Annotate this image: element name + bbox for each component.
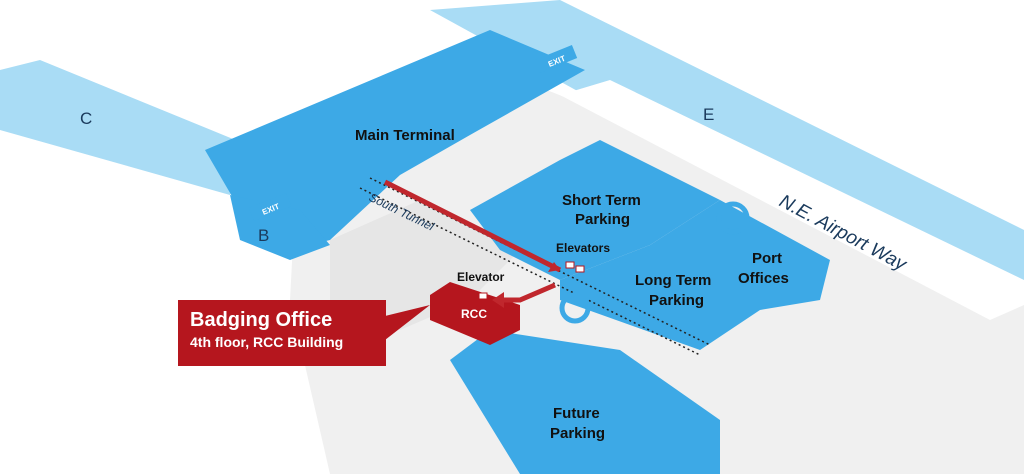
exit-badge: [534, 45, 578, 73]
callout-subtitle: 4th floor, RCC Building: [190, 334, 344, 350]
route-arrow-tunnel: [383, 179, 562, 273]
route-arrowhead: [548, 262, 560, 272]
south-tunnel-line-2: [359, 187, 701, 356]
main-terminal-label: Main Terminal: [355, 127, 455, 144]
elevators-label: Elevators: [556, 241, 610, 255]
main-terminal-building: [205, 30, 585, 250]
concourse-b-label: B: [258, 226, 269, 245]
road-airport-way: [560, 80, 1024, 320]
port-offices-label-2: Offices: [738, 270, 789, 287]
badging-office-callout: Badging Office 4th floor, RCC Building: [178, 300, 386, 366]
callout-title: Badging Office: [190, 309, 333, 331]
elevator-label: Elevator: [457, 270, 505, 284]
long-term-parking: [560, 200, 830, 350]
route-arrow-rcc: [500, 282, 556, 303]
rcc-label: RCC: [461, 307, 487, 321]
short-term-parking: [470, 140, 720, 280]
concourse-c-label: C: [80, 109, 92, 128]
long-term-label-2: Parking: [649, 292, 704, 309]
short-term-label-1: Short Term: [562, 192, 641, 209]
elevator-icon: [575, 265, 585, 273]
future-parking-label-2: Parking: [550, 425, 605, 442]
route-arrowhead-rcc: [492, 292, 504, 308]
south-tunnel-line-1: [369, 177, 711, 346]
ramp-loop: [559, 292, 591, 324]
ramp-loop: [716, 201, 750, 235]
concourse-c: [0, 60, 260, 195]
callout-pointer: [385, 305, 430, 340]
short-term-label-2: Parking: [575, 211, 630, 228]
concourse-e-label: E: [703, 105, 714, 124]
future-parking: [450, 330, 720, 474]
elevator-icon: [478, 292, 488, 300]
long-term-label-1: Long Term: [635, 272, 711, 289]
elevator-icon: [565, 261, 575, 269]
future-parking-label-1: Future: [553, 405, 600, 422]
port-offices-label-1: Port: [752, 250, 782, 267]
exit-badge: [248, 193, 292, 221]
